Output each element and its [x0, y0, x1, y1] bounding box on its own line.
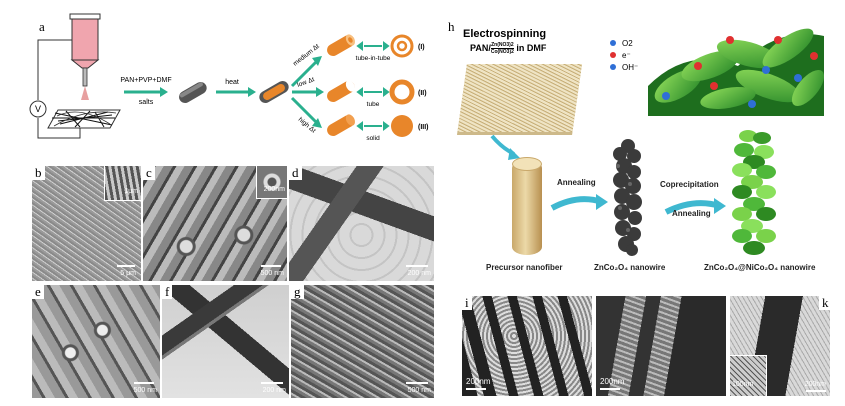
solid-section-icon: [391, 115, 413, 137]
sem-image-e: 500 nm: [32, 285, 160, 398]
panel-k-letter: k: [819, 296, 832, 310]
scale-c: 500 nm: [260, 270, 284, 277]
step2-label: heat: [225, 79, 239, 86]
panel-a-letter: a: [36, 20, 48, 34]
inset-c: [256, 166, 287, 199]
tube-in-tube-icon: [327, 34, 355, 56]
result-3-roman: (III): [418, 124, 429, 131]
tem-image-f: 200 nm: [162, 285, 289, 398]
znco-nanowire-image: [613, 139, 642, 256]
annealing-arrow-icon: [550, 194, 608, 211]
sem-image-g: 500 nm: [291, 285, 434, 398]
annealing2-label: Annealing: [672, 209, 711, 218]
legend-hydroxide: OH⁻: [610, 62, 638, 74]
nanosheet-closeup-image: [648, 26, 824, 116]
solution-frac-top: Zn(NO3)2: [490, 42, 514, 49]
scale-g: 500 nm: [407, 387, 431, 394]
panel-e-letter: e: [32, 285, 44, 299]
voltage-source-icon: [29, 100, 47, 118]
scale-d: 200 nm: [407, 270, 431, 277]
tube-in-tube-section-icon: [390, 34, 414, 58]
inset-k: [730, 355, 767, 396]
scale-b: 5 μm: [120, 270, 136, 277]
tube-section-icon: [389, 79, 415, 105]
fiber-mat-image: [457, 64, 582, 135]
step1-top-label: PAN+PVP+DMF: [120, 77, 171, 84]
tem-image-d: 200 nm: [289, 166, 434, 281]
scale-e: 500 nm: [133, 387, 157, 394]
heated-fiber-icon: [259, 81, 289, 104]
inset-c-scale: 200nm: [263, 186, 285, 193]
precursor-fiber-icon: [179, 82, 207, 103]
result-2-label: tube: [367, 101, 380, 108]
scale-j: 200nm: [600, 377, 625, 386]
precursor-nanofiber-image: [512, 160, 542, 255]
panel-d-letter: d: [289, 166, 302, 180]
scale-k-inset: 100nm: [732, 381, 754, 388]
inset-b-scale: 1μm: [124, 188, 138, 195]
solution-suffix: in DMF: [516, 42, 547, 53]
sem-image-j: 200nm: [596, 296, 726, 396]
result-1-label: tube-in-tube: [356, 55, 391, 62]
scale-k: 200nm: [804, 381, 826, 388]
solid-icon: [327, 114, 355, 136]
inset-b: [104, 166, 141, 201]
syringe-icon: [69, 13, 101, 100]
panel-a-schematic: V PAN+PVP+DMF salts heat medium Δt low Δ…: [29, 13, 429, 142]
panel-i-letter: i: [462, 296, 472, 310]
annealing-label: Annealing: [557, 178, 596, 187]
legend-electron: e⁻: [610, 50, 638, 62]
panel-b-letter: b: [32, 166, 45, 180]
sem-image-b: 1μm 5 μm: [32, 166, 141, 281]
down-arrow-icon: [490, 134, 520, 160]
voltage-label: V: [35, 104, 41, 114]
core-shell-nanowire-image: [732, 130, 776, 255]
tem-image-k: 100nm 200nm: [730, 296, 830, 396]
step1-bottom-label: salts: [139, 99, 154, 106]
scale-f: 200 nm: [262, 387, 286, 394]
sem-image-c: 200nm 500 nm: [143, 166, 287, 281]
solution-prefix: PAN/: [470, 42, 491, 53]
panel-h-letter: h: [445, 20, 458, 34]
solution-frac-bottom: Co(NO3)2: [490, 49, 514, 55]
legend-o2: O2: [610, 38, 638, 50]
caption-precursor: Precursor nanofiber: [486, 263, 563, 272]
electrospinning-title: Electrospinning: [463, 28, 547, 40]
panel-c-letter: c: [143, 166, 155, 180]
tube-icon: [327, 80, 355, 103]
panel-f-letter: f: [162, 285, 173, 299]
caption-znco: ZnCo₂O₄ nanowire: [594, 263, 666, 272]
legend: O2 e⁻ OH⁻: [610, 38, 638, 74]
coprecipitation-label: Coprecipitation: [660, 180, 719, 189]
panel-g-letter: g: [291, 285, 304, 299]
collector-icon: [47, 109, 121, 129]
result-3-label: solid: [366, 135, 380, 142]
sem-image-i: 200nm: [462, 296, 592, 396]
result-2-roman: (II): [418, 90, 427, 97]
result-1-roman: (I): [418, 44, 425, 51]
caption-core-shell: ZnCo₂O₄@NiCo₂O₄ nanowire: [704, 263, 816, 272]
coprecipitation-arrow-icon: [664, 198, 726, 215]
scale-i: 200nm: [466, 377, 491, 386]
